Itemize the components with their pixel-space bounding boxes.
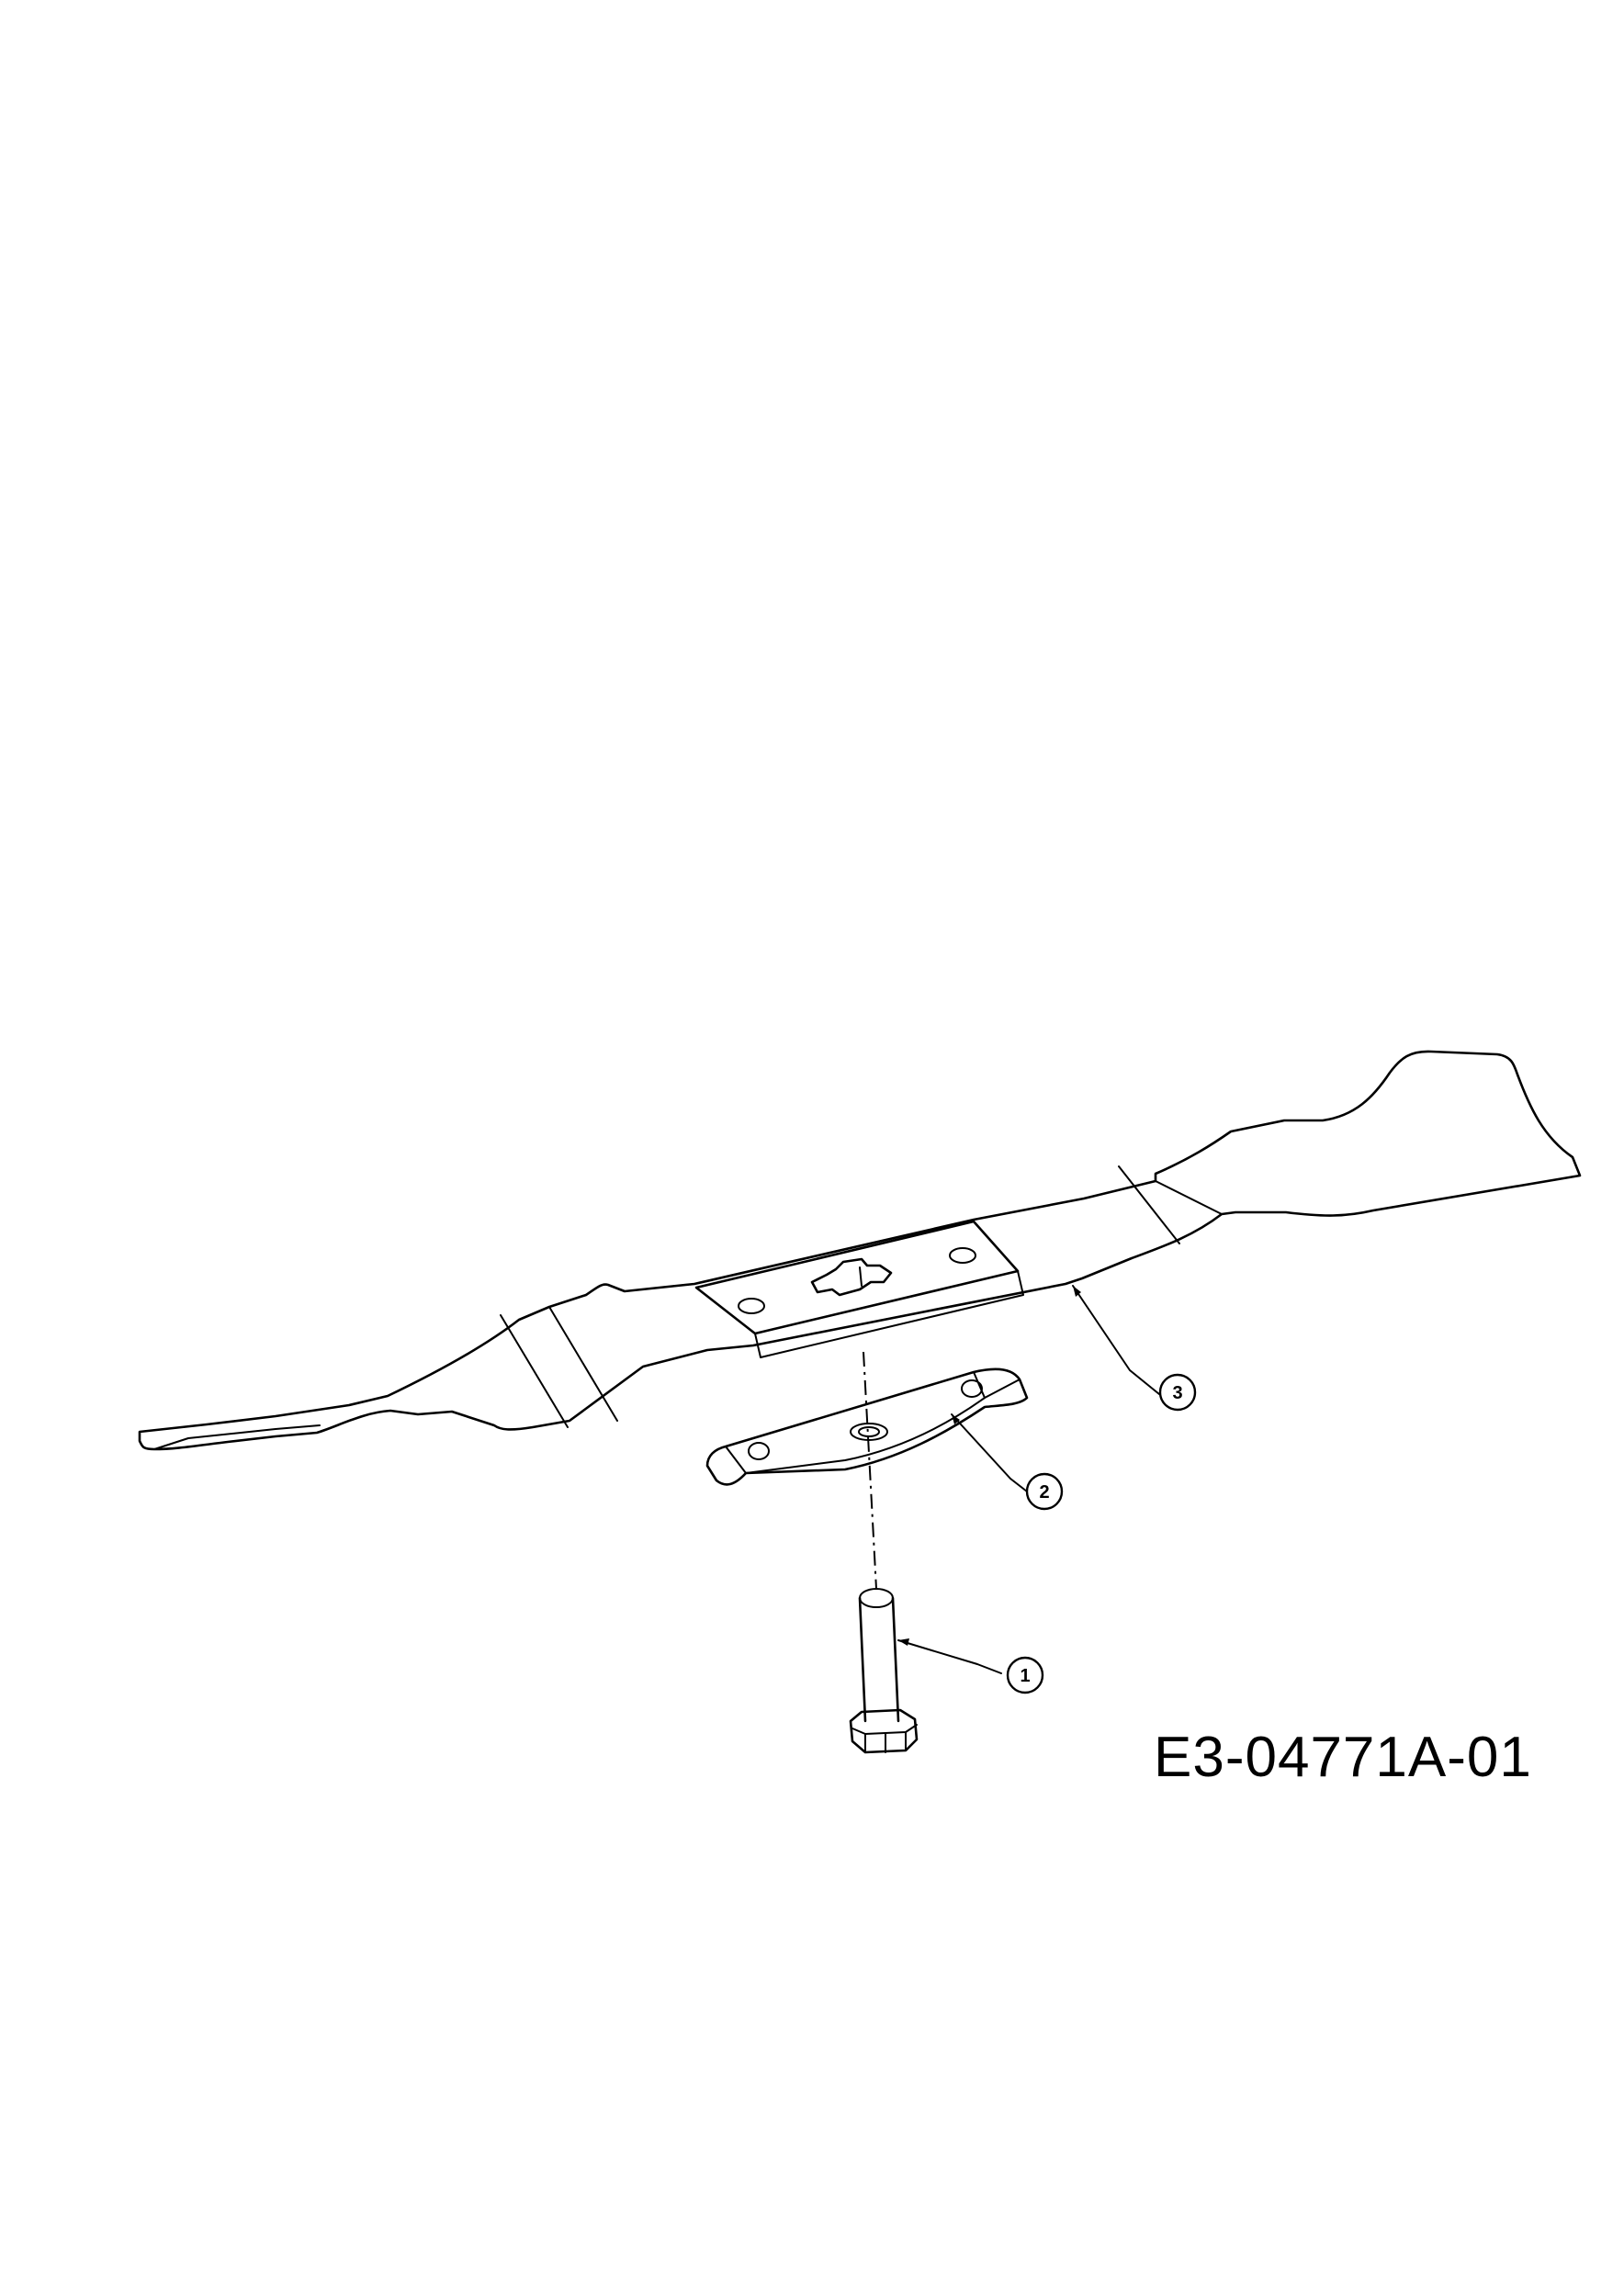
callout-1: 1	[1006, 1656, 1044, 1694]
callout-1-label: 1	[1020, 1666, 1030, 1686]
diagram-code: E3-04771A-01	[1154, 1726, 1532, 1789]
assembly-axis-line	[863, 1351, 877, 1590]
callout-3-label: 3	[1172, 1383, 1182, 1403]
callout-2: 2	[1025, 1472, 1064, 1511]
callout-3: 3	[1158, 1373, 1197, 1412]
mower-blade-part	[138, 1050, 1582, 1451]
blade-adapter-part	[705, 1367, 1029, 1486]
callout-leaders	[897, 1285, 1160, 1674]
callout-2-label: 2	[1039, 1482, 1049, 1503]
bolt-part	[849, 1588, 919, 1754]
